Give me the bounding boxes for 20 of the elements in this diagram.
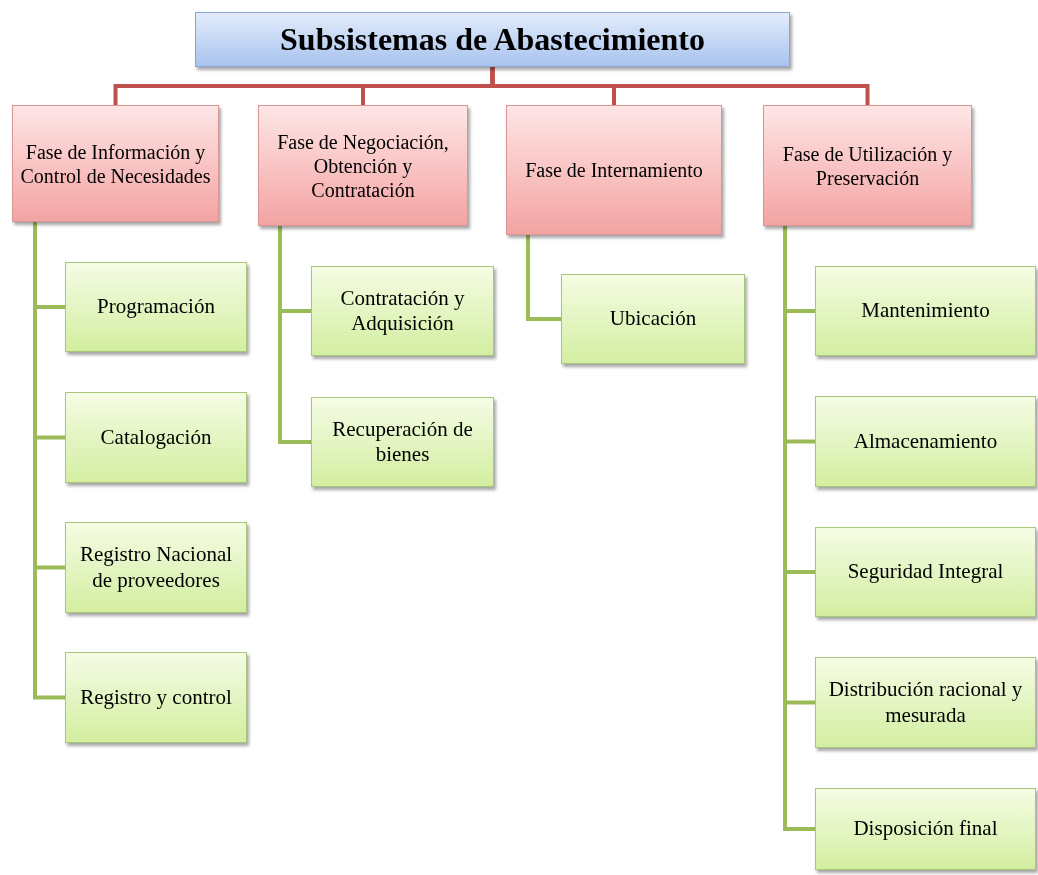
subsystem-box: Registro Nacional de proveedores xyxy=(65,522,247,613)
subsystem-box: Ubicación xyxy=(561,274,745,364)
subsystem-box: Contratación y Adquisición xyxy=(311,266,494,356)
subsystem-box: Programación xyxy=(65,262,247,352)
subsystem-box: Recuperación de bienes xyxy=(311,397,494,487)
phase-box: Fase de Información y Control de Necesidades xyxy=(12,105,219,222)
subsystem-box: Mantenimiento xyxy=(815,266,1036,356)
phase-box: Fase de Utilización y Preservación xyxy=(763,105,972,226)
subsystem-box: Registro y control xyxy=(65,652,247,743)
connector-line xyxy=(526,235,561,321)
connector-line xyxy=(490,67,870,105)
phase-box: Fase de Internamiento xyxy=(506,105,722,235)
subsystem-box: Almacenamiento xyxy=(815,396,1036,487)
subsystem-box: Seguridad Integral xyxy=(815,527,1036,617)
connector-line xyxy=(33,222,65,700)
subsystem-box: Catalogación xyxy=(65,392,247,483)
phase-box: Fase de Negociación, Obtención y Contratación xyxy=(258,105,468,226)
subsystem-box: Disposición final xyxy=(815,788,1036,870)
title-box: Subsistemas de Abastecimiento xyxy=(195,12,790,67)
subsystem-box: Distribución racional y mesurada xyxy=(815,657,1036,748)
